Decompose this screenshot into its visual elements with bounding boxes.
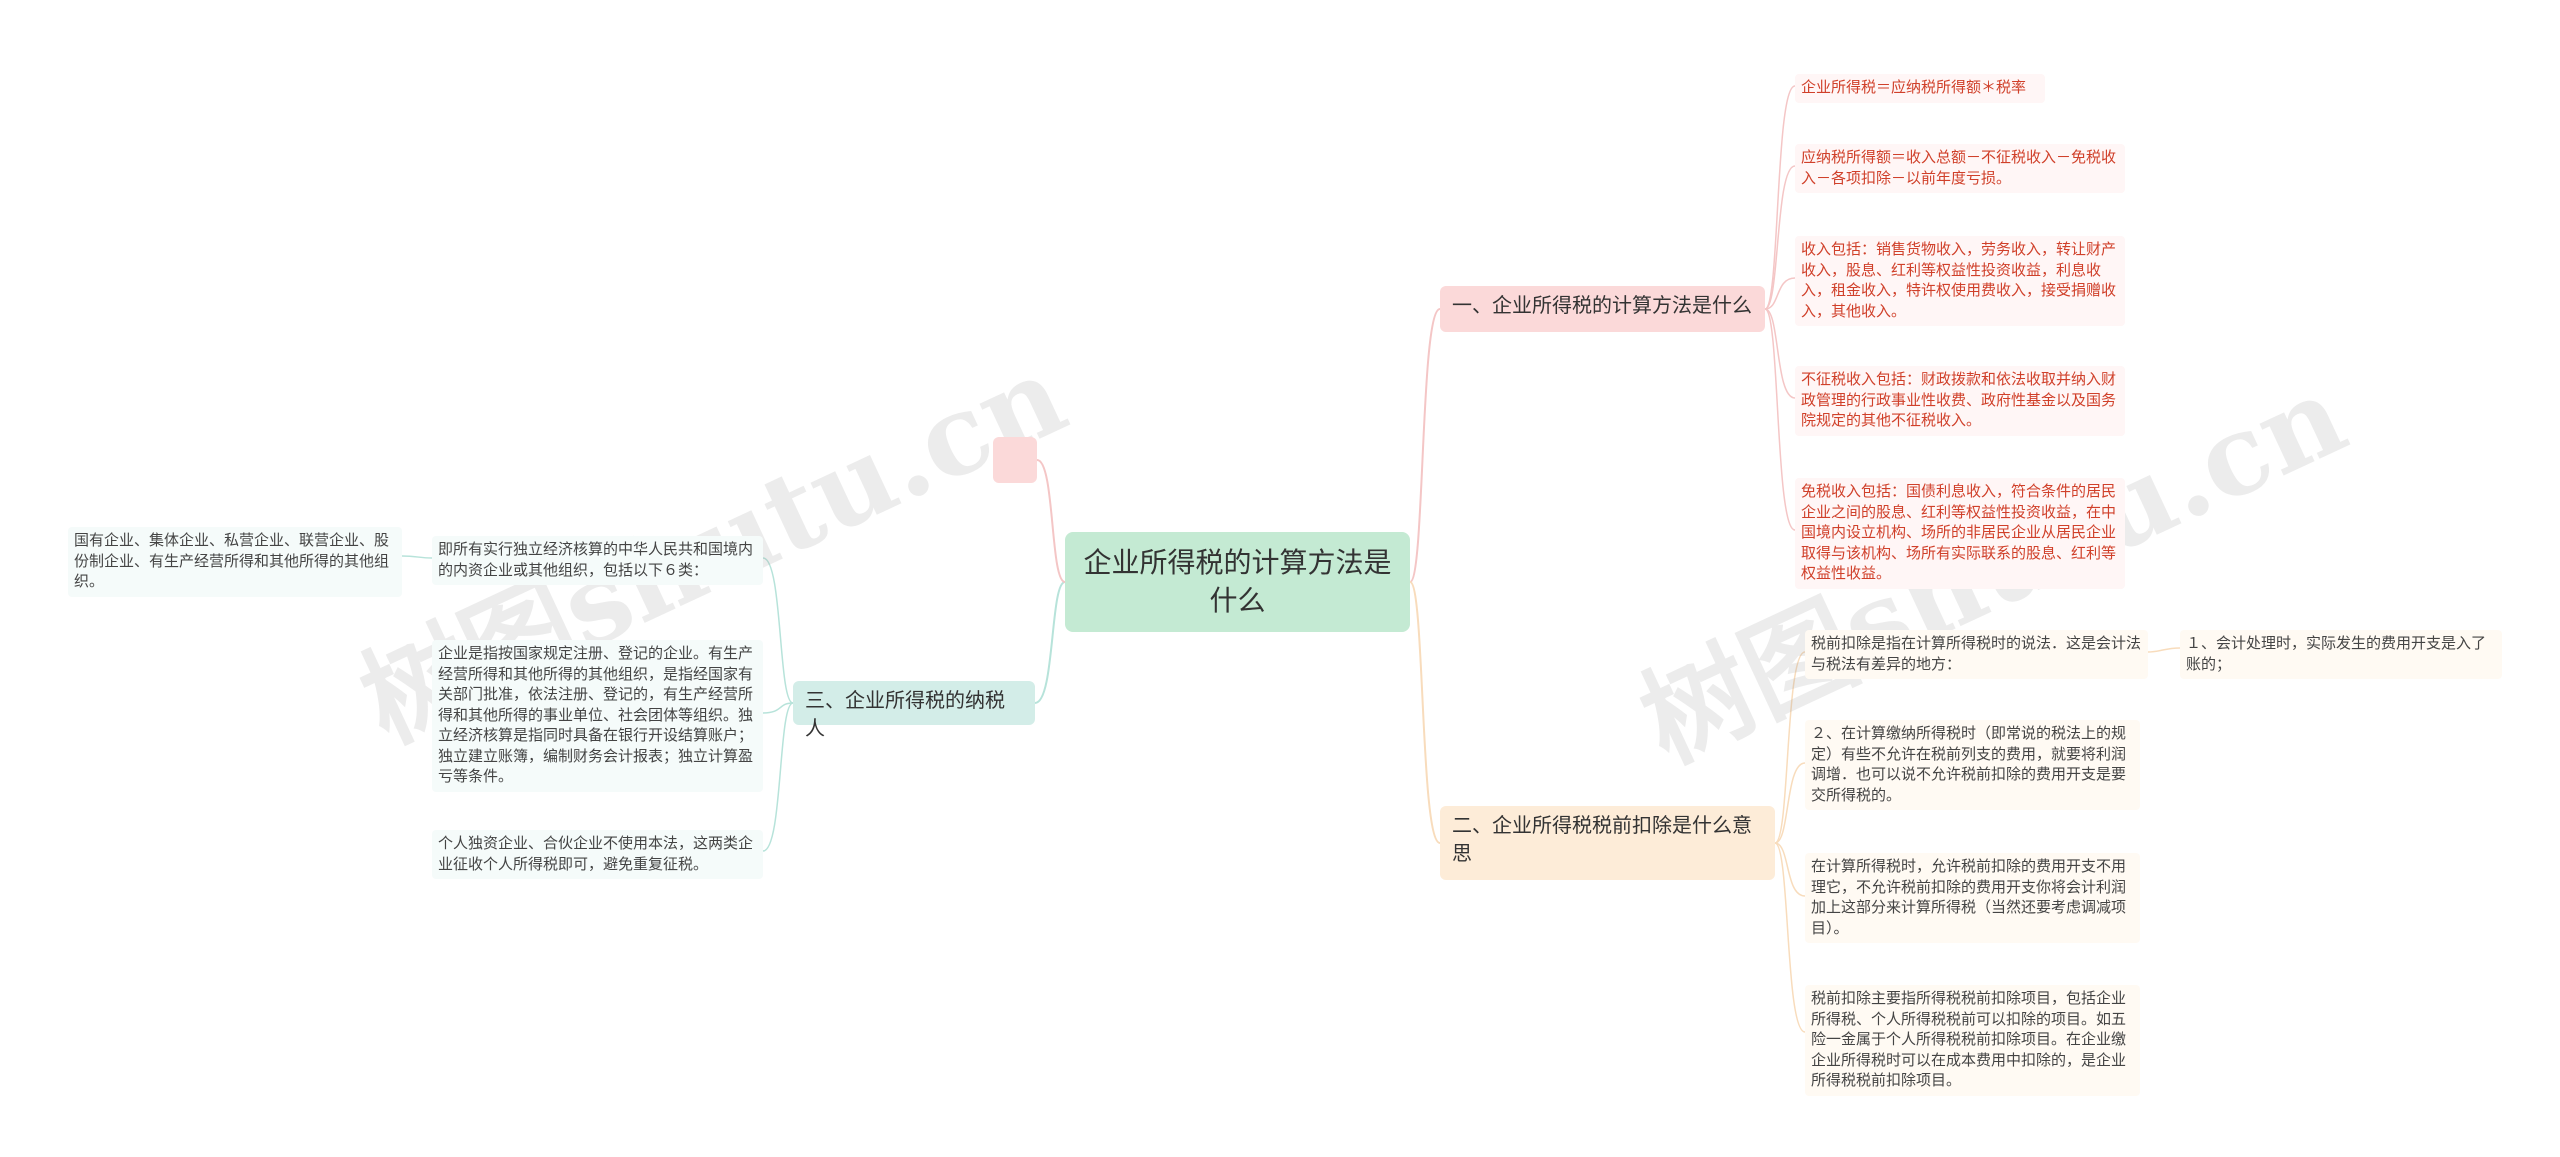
calc-item-2[interactable]: 应纳税所得额＝收入总额－不征税收入－免税收入－各项扣除－以前年度亏损。: [1795, 144, 2125, 193]
link-root-taxpayers: [1034, 581, 1066, 704]
deduction-item-2[interactable]: ２、在计算缴纳所得税时（即常说的税法上的规定）有些不允许在税前列支的费用，就要将…: [1805, 720, 2140, 810]
taxpayer-item-1[interactable]: 即所有实行独立经济核算的中华人民共和国境内的内资企业或其他组织，包括以下６类：: [432, 536, 763, 585]
empty-topic[interactable]: [993, 437, 1037, 483]
root-topic[interactable]: 企业所得税的计算方法是什么: [1065, 532, 1410, 632]
deduction-item-3[interactable]: 在计算所得税时，允许税前扣除的费用开支不用理它，不允许税前扣除的费用开支你将会计…: [1805, 853, 2140, 943]
deduction-item-4[interactable]: 税前扣除主要指所得税税前扣除项目，包括企业所得税、个人所得税税前可以扣除的项目。…: [1805, 985, 2140, 1096]
calc-item-3[interactable]: 收入包括：销售货物收入，劳务收入，转让财产收入，股息、红利等权益性投资收益，利息…: [1795, 236, 2125, 326]
deduction-item-1[interactable]: 税前扣除是指在计算所得税时的说法．这是会计法与税法有差异的地方：: [1805, 630, 2148, 679]
link-root-calc: [1409, 308, 1441, 583]
link-root-deduction: [1409, 581, 1441, 844]
topic-pre-tax-deduction[interactable]: 二、企业所得税税前扣除是什么意思: [1440, 806, 1775, 880]
calc-item-5[interactable]: 免税收入包括：国债利息收入，符合条件的居民企业之间的股息、红利等权益性投资收益，…: [1795, 478, 2125, 589]
taxpayer-item-3[interactable]: 个人独资企业、合伙企业不使用本法，这两类企业征收个人所得税即可，避免重复征税。: [432, 830, 763, 879]
calc-item-4[interactable]: 不征税收入包括：财政拨款和依法收取并纳入财政管理的行政事业性收费、政府性基金以及…: [1795, 366, 2125, 436]
taxpayer-item-2[interactable]: 企业是指按国家规定注册、登记的企业。有生产经营所得和其他所得的其他组织，是指经国…: [432, 640, 763, 792]
deduction-sub-item[interactable]: １、会计处理时，实际发生的费用开支是入了账的；: [2180, 630, 2502, 679]
calc-item-1[interactable]: 企业所得税＝应纳税所得额＊税率: [1795, 74, 2045, 103]
topic-calc-method[interactable]: 一、企业所得税的计算方法是什么: [1440, 286, 1765, 332]
taxpayer-sub-item[interactable]: 国有企业、集体企业、私营企业、联营企业、股份制企业、有生产经营所得和其他所得的其…: [68, 527, 402, 597]
topic-taxpayers[interactable]: 三、企业所得税的纳税人: [793, 681, 1035, 740]
link-root-empty: [1036, 459, 1066, 583]
